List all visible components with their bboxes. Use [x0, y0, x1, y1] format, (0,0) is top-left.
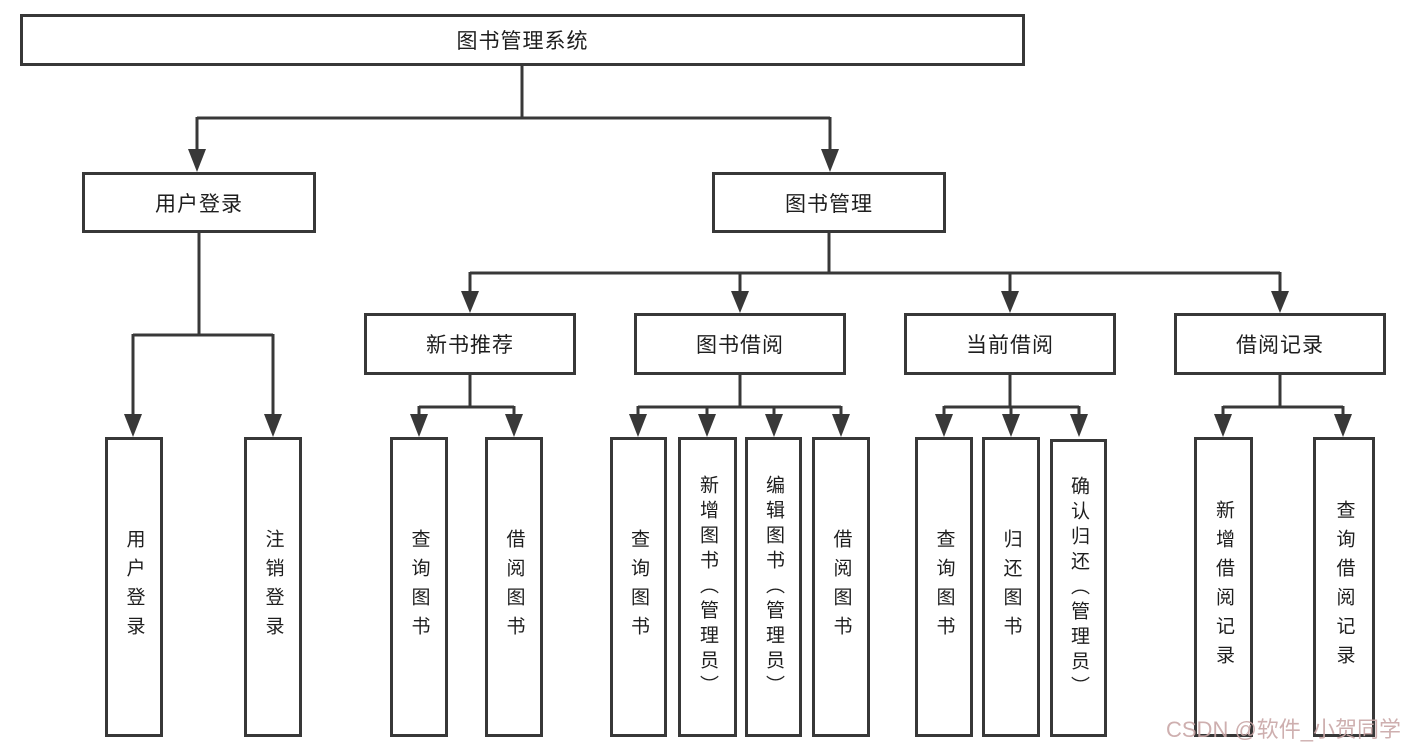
node-user-login-label: 用户登录 — [155, 192, 243, 216]
leaf-edit-book-admin: 编辑图书（管理员） — [745, 437, 802, 737]
node-current-borrow: 当前借阅 — [904, 313, 1116, 375]
leaf-query-book-borrow: 查询图书 — [610, 437, 667, 737]
leaf-query-book-recommend: 查询图书 — [390, 437, 448, 737]
leaf-add-borrow-record-label: 新增借阅记录 — [1213, 500, 1234, 674]
csdn-watermark: CSDN @软件_小贺同学 — [1166, 717, 1402, 742]
leaf-user-login: 用户登录 — [105, 437, 163, 737]
leaf-add-book-admin: 新增图书（管理员） — [678, 437, 737, 737]
node-book-borrow: 图书借阅 — [634, 313, 846, 375]
node-root: 图书管理系统 — [20, 14, 1025, 66]
leaf-borrow-book-recommend: 借阅图书 — [485, 437, 543, 737]
leaf-borrow-book: 借阅图书 — [812, 437, 870, 737]
leaf-query-borrow-record: 查询借阅记录 — [1313, 437, 1375, 737]
leaf-confirm-return-admin: 确认归还（管理员） — [1050, 439, 1107, 737]
leaf-borrow-book-recommend-label: 借阅图书 — [503, 529, 525, 645]
leaf-query-book-current: 查询图书 — [915, 437, 973, 737]
leaf-return-book-label: 归还图书 — [1000, 529, 1022, 645]
leaf-return-book: 归还图书 — [982, 437, 1040, 737]
node-root-label: 图书管理系统 — [456, 30, 589, 53]
leaf-confirm-return-admin-label: 确认归还（管理员） — [1068, 475, 1089, 701]
node-borrow-records: 借阅记录 — [1174, 313, 1386, 375]
leaf-query-book-borrow-label: 查询图书 — [628, 529, 649, 645]
leaf-logout: 注销登录 — [244, 437, 302, 737]
node-new-book-recommend-label: 新书推荐 — [426, 334, 514, 357]
node-current-borrow-label: 当前借阅 — [966, 334, 1054, 357]
node-new-book-recommend: 新书推荐 — [364, 313, 576, 375]
leaf-add-borrow-record: 新增借阅记录 — [1194, 437, 1253, 737]
leaf-query-borrow-record-label: 查询借阅记录 — [1333, 500, 1355, 674]
leaf-query-book-recommend-label: 查询图书 — [408, 529, 430, 645]
node-book-management: 图书管理 — [712, 172, 946, 233]
node-borrow-records-label: 借阅记录 — [1236, 334, 1324, 357]
node-book-management-label: 图书管理 — [785, 192, 873, 216]
node-book-borrow-label: 图书借阅 — [696, 334, 784, 357]
leaf-user-login-label: 用户登录 — [123, 529, 145, 645]
leaf-edit-book-admin-label: 编辑图书（管理员） — [763, 474, 784, 700]
leaf-query-book-current-label: 查询图书 — [933, 529, 955, 645]
leaf-borrow-book-label: 借阅图书 — [830, 529, 852, 645]
leaf-logout-label: 注销登录 — [262, 529, 284, 645]
leaf-add-book-admin-label: 新增图书（管理员） — [697, 474, 718, 700]
node-user-login: 用户登录 — [82, 172, 316, 233]
